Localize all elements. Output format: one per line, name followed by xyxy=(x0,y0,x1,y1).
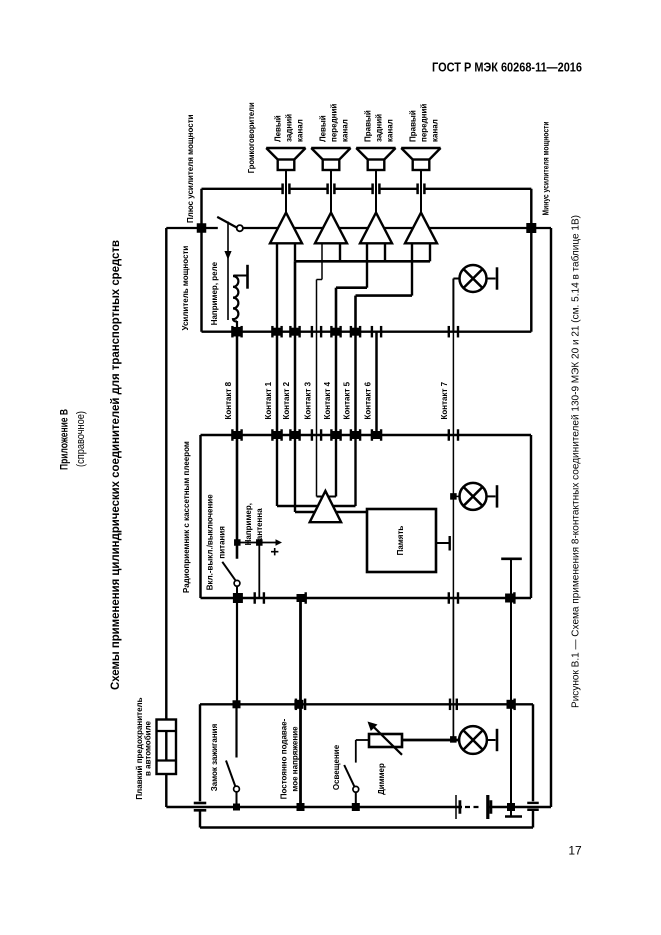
svg-text:Контакт 5: Контакт 5 xyxy=(342,381,351,419)
svg-text:питания: питания xyxy=(217,526,226,559)
svg-text:Схемы применения цилиндрически: Схемы применения цилиндрических соединит… xyxy=(108,240,122,690)
svg-text:передний: передний xyxy=(419,104,428,142)
svg-text:канал: канал xyxy=(295,119,304,142)
svg-text:канал: канал xyxy=(340,119,349,142)
svg-text:задний: задний xyxy=(374,114,383,142)
svg-text:Освещение: Освещение xyxy=(332,744,341,790)
svg-text:передний: передний xyxy=(329,104,338,142)
svg-text:Контакт 3: Контакт 3 xyxy=(303,381,312,419)
svg-text:Например,: Например, xyxy=(244,503,253,545)
svg-text:мое напряжение: мое напряжение xyxy=(290,726,299,792)
svg-text:Диммер: Диммер xyxy=(377,763,386,795)
svg-text:Память: Память xyxy=(396,526,405,556)
svg-text:антенна: антенна xyxy=(255,508,264,540)
svg-text:Замок зажигания: Замок зажигания xyxy=(210,723,219,791)
svg-text:ГОСТ Р МЭК 60268-11—2016: ГОСТ Р МЭК 60268-11—2016 xyxy=(432,59,582,74)
svg-text:Приложение В: Приложение В xyxy=(59,409,71,470)
svg-text:задний: задний xyxy=(284,114,293,142)
svg-text:Плюс усилителя мощности: Плюс усилителя мощности xyxy=(186,114,195,223)
svg-text:Громкоговорители: Громкоговорители xyxy=(247,102,256,173)
svg-text:Минус усилителя мощности: Минус усилителя мощности xyxy=(542,121,551,215)
svg-text:Усилитель мощности: Усилитель мощности xyxy=(181,246,190,331)
svg-text:канал: канал xyxy=(430,119,439,142)
svg-text:Рисунок В.1 — Схема применения: Рисунок В.1 — Схема применения 8-контакт… xyxy=(570,215,582,708)
svg-text:Контакт 1: Контакт 1 xyxy=(264,381,273,419)
svg-text:Контакт 4: Контакт 4 xyxy=(323,381,332,419)
svg-text:Правый: Правый xyxy=(363,110,372,142)
svg-text:Контакт 7: Контакт 7 xyxy=(440,381,449,419)
svg-text:Контакт 6: Контакт 6 xyxy=(363,381,372,419)
svg-text:Контакт 2: Контакт 2 xyxy=(282,381,291,419)
svg-text:Правый: Правый xyxy=(408,110,417,142)
svg-text:Вкл.-выкл./выключение: Вкл.-выкл./выключение xyxy=(206,494,215,591)
svg-text:канал: канал xyxy=(385,119,394,142)
svg-text:Радиоприемник с кассетным плее: Радиоприемник с кассетным плеером xyxy=(182,441,191,593)
svg-text:в автомобиле: в автомобиле xyxy=(144,720,153,776)
svg-text:17: 17 xyxy=(568,844,582,858)
svg-text:Например, реле: Например, реле xyxy=(210,261,219,325)
svg-text:Контакт 8: Контакт 8 xyxy=(224,381,233,419)
svg-text:(справочное): (справочное) xyxy=(75,411,87,467)
svg-text:Постоянно подавае-: Постоянно подавае- xyxy=(279,718,288,799)
svg-text:Левый: Левый xyxy=(273,115,282,142)
svg-text:Плавкий предохранитель: Плавкий предохранитель xyxy=(135,697,144,799)
svg-text:Левый: Левый xyxy=(318,115,327,142)
